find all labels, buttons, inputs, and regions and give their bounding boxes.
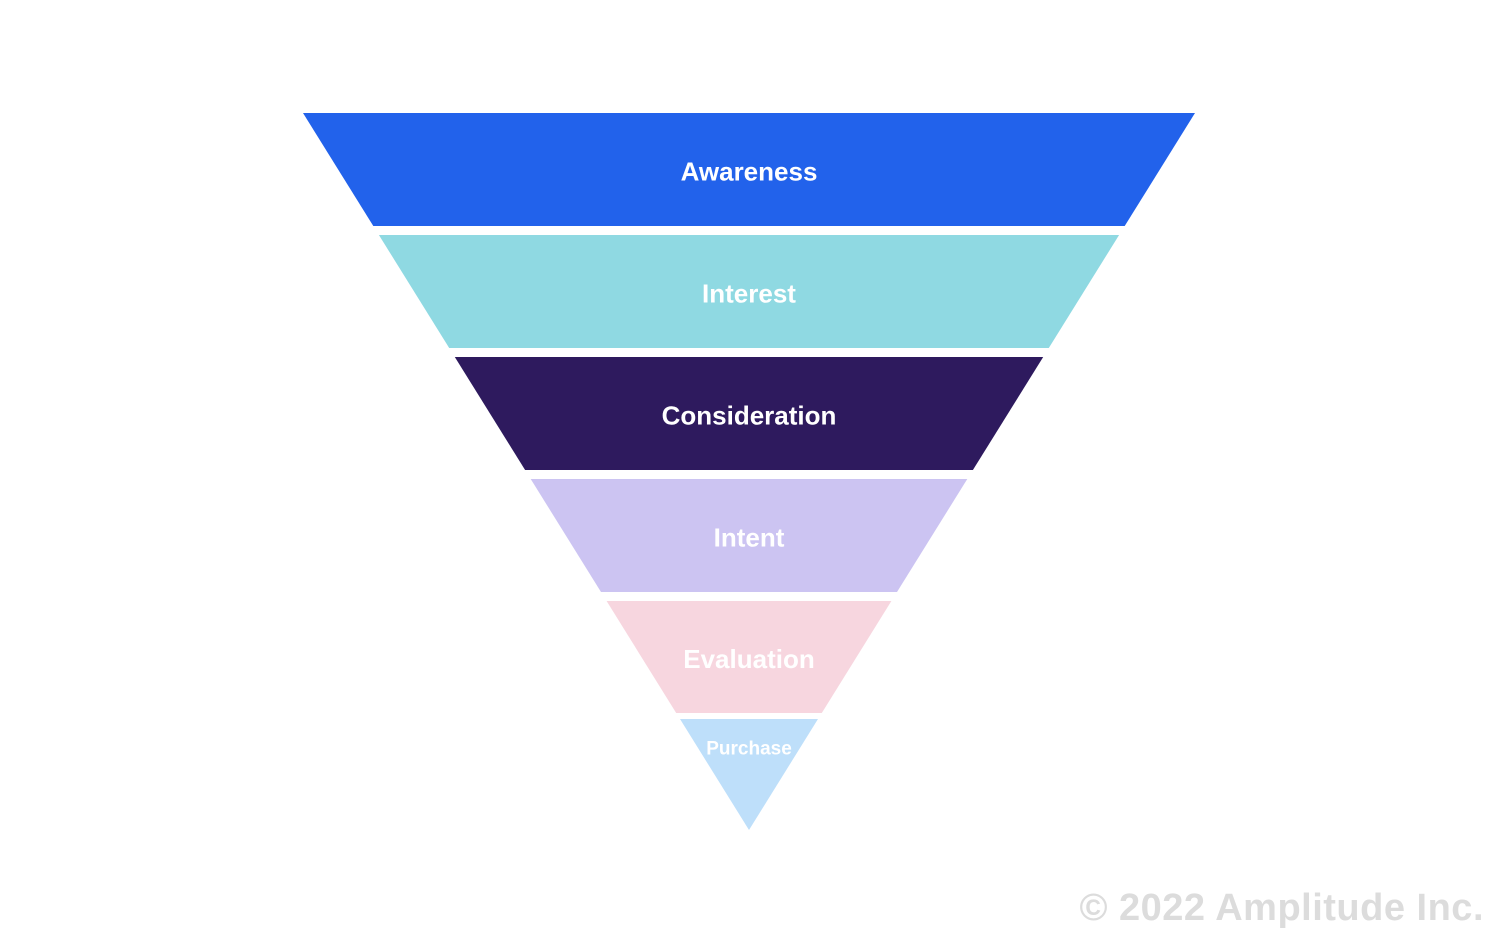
- funnel-stage-label-interest: Interest: [702, 279, 796, 309]
- funnel-stage-label-evaluation: Evaluation: [683, 644, 814, 674]
- funnel-stage-label-purchase: Purchase: [706, 739, 792, 760]
- funnel-stage-label-awareness: Awareness: [681, 157, 818, 187]
- funnel-stage-intent: [530, 479, 968, 592]
- funnel-stage-interest: [378, 235, 1120, 348]
- funnel-stage-label-intent: Intent: [714, 523, 785, 553]
- funnel-stage-consideration: [454, 357, 1044, 470]
- funnel-stage-evaluation: [606, 601, 892, 713]
- funnel-stage-awareness: [303, 113, 1195, 226]
- funnel-stage-label-consideration: Consideration: [662, 401, 837, 431]
- copyright-text: © 2022 Amplitude Inc.: [1079, 887, 1484, 929]
- funnel-stage-purchase: [680, 719, 818, 830]
